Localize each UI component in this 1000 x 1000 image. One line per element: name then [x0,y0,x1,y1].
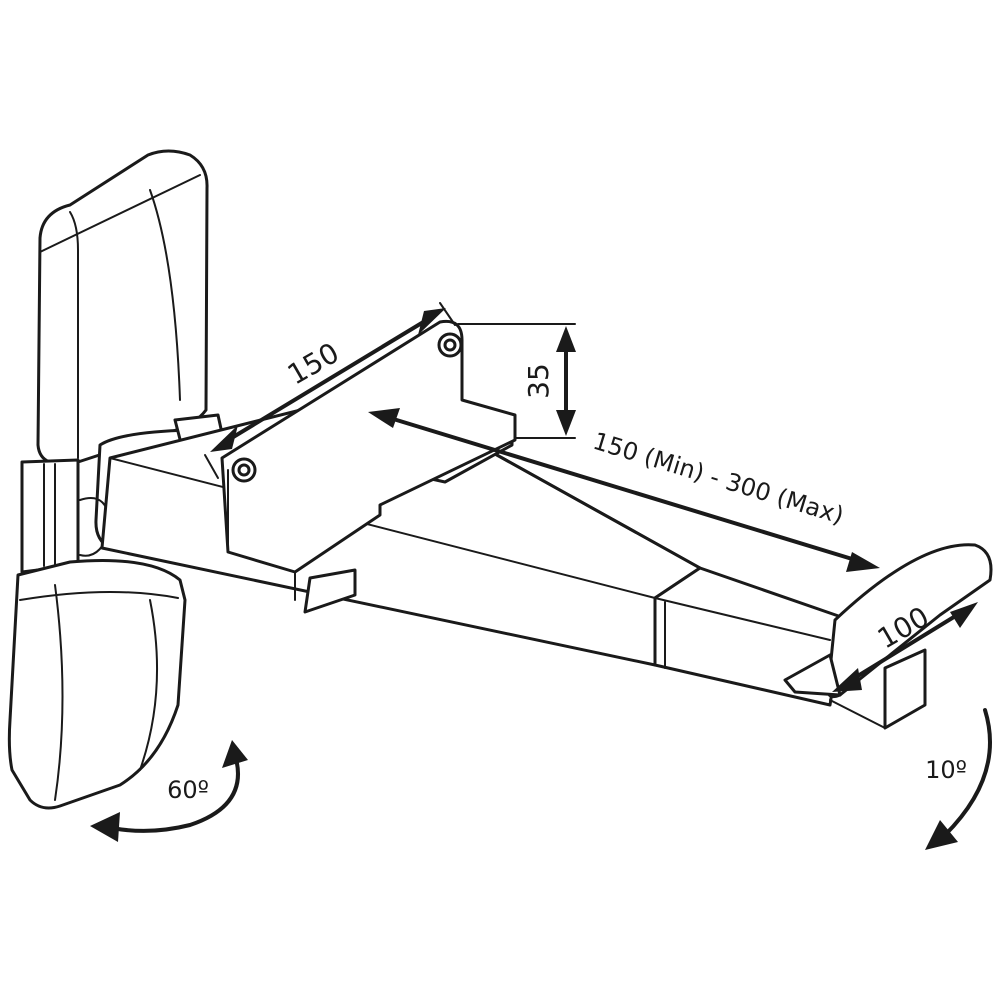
tilt-arrow [925,708,992,850]
dimension-arm-length [204,302,456,479]
label-tilt-angle: 10º [925,756,967,784]
label-arm-length: 150 [282,336,345,391]
label-plate-height: 35 [522,363,555,399]
dimension-extension [368,408,880,572]
label-extension-range: 150 (Min) - 300 (Max) [590,427,847,530]
speaker-tray [783,543,993,730]
dimension-plate-height [457,323,576,439]
arm-plate [220,319,517,601]
swivel-arrow [90,740,248,842]
label-swivel-angle: 60º [167,776,209,804]
dimension-tray-width [832,602,978,692]
wall-plate [7,149,209,810]
